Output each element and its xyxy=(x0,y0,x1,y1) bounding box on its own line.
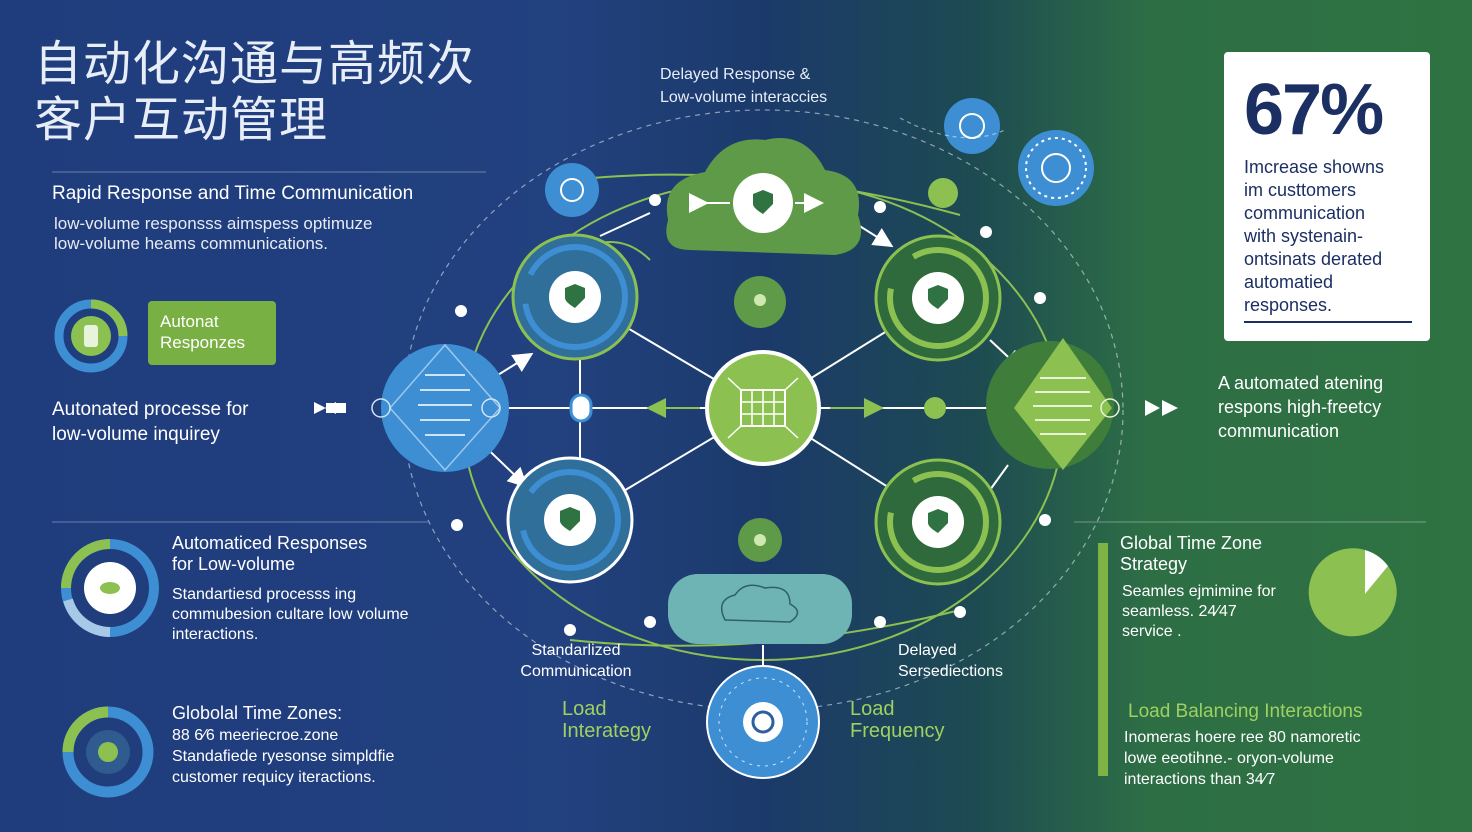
right-arrow-icon xyxy=(1145,400,1178,416)
delayed-response-line-1: Delayed Response & xyxy=(660,66,811,83)
cloud-node-bottom[interactable] xyxy=(668,574,852,644)
global-strategy-body-3: service . xyxy=(1122,623,1182,640)
stat-line-5: ontsinats derated xyxy=(1244,249,1383,269)
automated-responses-line-1: Automaticed Responses xyxy=(172,533,368,553)
load-balancing-heading: Load Balancing Interactions xyxy=(1128,701,1363,722)
stat-value: 67% xyxy=(1244,70,1384,150)
page-title-line-1: 自动化沟通与高频次 xyxy=(34,36,476,92)
automated-process-line-2: low-volume inquirey xyxy=(52,424,220,445)
outer-dashed-loop xyxy=(402,109,1124,711)
automated-line-1: A automated atening xyxy=(1218,373,1384,393)
stat-underline xyxy=(1244,321,1412,323)
load-frequency-line-1: Load xyxy=(850,698,895,720)
stat-line-4: with systenain- xyxy=(1244,226,1364,246)
automated-responses-body-2: commubesion cultare low volume xyxy=(172,606,409,623)
globe-node[interactable] xyxy=(706,645,820,779)
load-balancing-body-2: lowe eeotihne.- oryon-volume xyxy=(1124,750,1334,767)
delayed-line-1: Delayed xyxy=(898,642,957,659)
shield-node-bottom-right[interactable] xyxy=(874,458,1002,586)
automated-responses-body: Standartiesd processs ing commubesion cu… xyxy=(172,585,442,645)
standardized-line-2: Communication xyxy=(520,663,632,680)
accent-bar xyxy=(1098,543,1108,776)
delayed-response-label: Delayed Response & Low-volume interaccie… xyxy=(660,63,880,109)
load-interatgy-line-1: Load xyxy=(562,698,607,720)
global-time-zones-body: 88 6⁄6 meeriecroe.zone Standafiede ryeso… xyxy=(172,725,442,788)
stat-line-1: Imcrease showns xyxy=(1244,157,1385,177)
left-arrow-icon xyxy=(314,402,346,414)
global-strategy-body-1: Seamles ejmimine for xyxy=(1122,583,1276,600)
rapid-response-body: low-volume responsss aimspess optimuze l… xyxy=(54,214,474,254)
stat-line-7: responses. xyxy=(1244,295,1333,315)
load-balancing-body-3: interactions than 34⁄7 xyxy=(1124,771,1276,788)
badge-line-2: Responzes xyxy=(160,333,246,352)
donut-chart-icon-3 xyxy=(62,706,154,798)
automated-high-frequency-label: A automated atening respons high-freetcy… xyxy=(1218,371,1448,443)
stat-line-6: automatied xyxy=(1244,272,1334,292)
shield-node-top-left[interactable] xyxy=(511,233,639,361)
standardized-communication-label: Standarlized Communication xyxy=(486,640,666,682)
load-balancing-body: Inomeras hoere ree 80 namoretic lowe eeo… xyxy=(1124,727,1424,790)
stat-line-3: communication xyxy=(1244,203,1366,223)
automated-responses-heading: Automaticed Responses for Low-volume xyxy=(172,533,432,575)
load-interatgy-line-2: Interategy xyxy=(562,720,651,742)
page-title-line-2: 客户互动管理 xyxy=(34,92,329,148)
global-time-zones-heading: Globolal Time Zones: xyxy=(172,703,343,723)
donut-chart-icon-1 xyxy=(54,299,128,373)
target-icon-node xyxy=(1018,130,1094,206)
automated-responses-body-1: Standartiesd processs ing xyxy=(172,586,357,603)
rapid-response-heading: Rapid Response and Time Communication xyxy=(52,183,414,204)
badge-line-1: Autonat xyxy=(160,312,219,331)
dashed-connector xyxy=(899,117,1006,139)
automated-line-3: communication xyxy=(1218,421,1340,441)
stat-card: 67% Imcrease showns im custtomers commun… xyxy=(1224,52,1430,341)
delayed-sessions-label: Delayed Sersediections xyxy=(898,640,1038,682)
chat-icon-node xyxy=(944,98,1000,154)
delayed-line-2: Sersediections xyxy=(898,663,1003,680)
global-strategy-body: Seamles ejmimine for seamless. 24⁄47 ser… xyxy=(1122,582,1312,642)
global-strategy-body-2: seamless. 24⁄47 xyxy=(1122,603,1237,620)
standardized-line-1: Standarlized xyxy=(531,642,621,659)
rapid-response-line-1: low-volume responsss aimspess optimuze xyxy=(54,214,373,233)
automated-process-label: Autonated processe for low-volume inquir… xyxy=(52,397,312,447)
bulb-node-top xyxy=(734,276,786,328)
leaf-icon-node xyxy=(928,178,958,208)
pie-chart-icon xyxy=(1308,548,1397,637)
load-frequency-label: Load Frequency xyxy=(850,698,990,742)
bulb-node-bottom xyxy=(738,518,782,562)
load-interatgy-label: Load Interategy xyxy=(562,698,682,742)
connector-pill xyxy=(569,393,593,423)
shield-node-bottom-left[interactable] xyxy=(506,456,634,584)
right-lens-node[interactable] xyxy=(986,338,1120,470)
load-balancing-body-1: Inomeras hoere ree 80 namoretic xyxy=(1124,729,1361,746)
donut-chart-icon-2 xyxy=(61,539,159,637)
global-strategy-heading: Global Time Zone Strategy xyxy=(1120,533,1320,575)
automated-responses-body-3: interactions. xyxy=(172,626,259,643)
shield-node-top-right[interactable] xyxy=(874,234,1002,362)
load-frequency-line-2: Frequency xyxy=(850,720,945,742)
automated-line-2: respons high-freetcy xyxy=(1218,397,1382,417)
bulb-node-right xyxy=(924,397,946,419)
automated-responses-badge[interactable]: Autonat Responzes xyxy=(148,301,276,365)
rapid-response-line-2: low-volume heams communications. xyxy=(54,234,328,253)
delayed-response-line-2: Low-volume interaccies xyxy=(660,89,828,106)
global-strategy-title-2: Strategy xyxy=(1120,554,1188,574)
global-time-zones-body-1: Standafiede ryesonse simpldfie xyxy=(172,748,395,765)
central-chip-node[interactable] xyxy=(705,350,821,466)
automated-responses-line-2: for Low-volume xyxy=(172,554,296,574)
automated-process-line-1: Autonated processe for xyxy=(52,399,249,420)
left-lens-node[interactable] xyxy=(371,343,509,472)
stat-line-2: im custtomers xyxy=(1244,180,1357,200)
cloud-node-top[interactable] xyxy=(666,138,862,255)
stat-description: Imcrease showns im custtomers communicat… xyxy=(1244,156,1410,317)
global-time-zones-stat: 88 6⁄6 meeriecroe.zone xyxy=(172,727,339,744)
globe-icon-small xyxy=(545,163,599,217)
global-strategy-title-1: Global Time Zone xyxy=(1120,533,1263,553)
global-time-zones-body-2: customer requicy iteractions. xyxy=(172,769,376,786)
page-title: 自动化沟通与高频次 客户互动管理 xyxy=(34,36,534,148)
